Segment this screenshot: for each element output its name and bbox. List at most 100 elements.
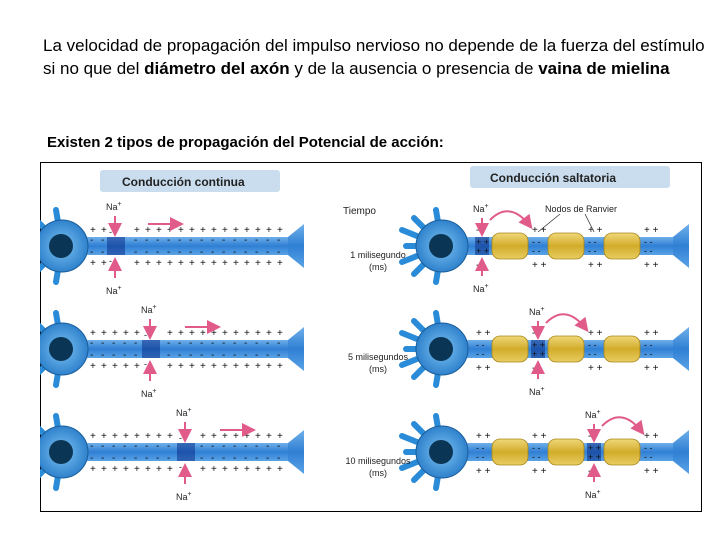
charge-outer-bottom: + [178, 361, 184, 372]
charge-outer-top: + [189, 328, 195, 339]
depolarized-node [475, 237, 489, 255]
charge-outer-top: + [101, 225, 107, 236]
charge-inner-top: - [244, 235, 247, 246]
charge-inner-top: - [145, 441, 148, 452]
depolarized-node [531, 340, 545, 358]
charge-inner-bottom: - [200, 350, 203, 361]
charge-outer-top: + [266, 328, 272, 339]
node-charge-inner: - - [588, 237, 597, 247]
axon-terminal [673, 224, 689, 268]
na-label-sup: + [597, 409, 601, 416]
charge-outer-top: + [90, 431, 96, 442]
continuous-row: ++++++++++++++++++++++++++++++++--------… [19, 304, 304, 399]
node-charge-outer: - - [532, 363, 541, 374]
charge-inner-bottom: - [277, 247, 280, 258]
node-charge-outer: + + [588, 328, 603, 339]
charge-inner-top: - [178, 235, 181, 246]
charge-inner-top: - [90, 441, 93, 452]
charge-outer-bottom: + [134, 361, 140, 372]
charge-outer-bottom: + [90, 361, 96, 372]
charge-inner-top: - [222, 441, 225, 452]
charge-outer-top: + [255, 431, 261, 442]
charge-outer-bottom: + [222, 464, 228, 475]
charge-inner-bottom: - [156, 453, 159, 464]
continuous-row: ++++++++++++++++++++++++++++++++--------… [19, 407, 304, 502]
myelin-sheath [603, 335, 641, 363]
charge-outer-bottom: + [244, 464, 250, 475]
na-label: Na+ [176, 407, 192, 418]
charge-outer-bottom: + [200, 361, 206, 372]
charge-inner-top: - [189, 235, 192, 246]
nodes-label: Nodos de Ranvier [545, 204, 617, 214]
charge-outer-bottom: + [123, 464, 129, 475]
charge-outer-top: + [167, 431, 173, 442]
charge-outer-top: + [200, 431, 206, 442]
charge-outer-bottom: + [178, 258, 184, 269]
myelin-sheath [603, 438, 641, 466]
charge-outer-top: + [222, 225, 228, 236]
na-label-sup: + [118, 201, 122, 208]
active-charge: - - [144, 359, 153, 369]
charge-outer-bottom: + [134, 258, 140, 269]
charge-outer-bottom: + [211, 258, 217, 269]
na-label: Na+ [585, 489, 601, 500]
charge-inner-bottom: - [145, 453, 148, 464]
active-charge: - - [109, 227, 118, 237]
depolarized-zone [177, 443, 195, 461]
propagation-diagram: Conducción continua Conducción saltatori… [19, 162, 702, 512]
charge-inner-top: - [156, 235, 159, 246]
charge-inner-bottom: - [244, 247, 247, 258]
charge-inner-top: - [101, 338, 104, 349]
myelin-sheath [491, 232, 529, 260]
charge-inner-top: - [222, 235, 225, 246]
charge-inner-top: - [123, 338, 126, 349]
charge-outer-top: + [277, 431, 283, 442]
saltatory-jump-arrow [545, 313, 589, 333]
charge-outer-bottom: + [266, 258, 272, 269]
charge-outer-top: + [211, 431, 217, 442]
charge-outer-top: + [101, 431, 107, 442]
saltatory-jump-arrow [601, 416, 645, 436]
charge-outer-bottom: + [233, 258, 239, 269]
charge-inner-bottom: - [277, 453, 280, 464]
charge-inner-top: - [156, 441, 159, 452]
charge-outer-top: + [178, 328, 184, 339]
charge-inner-top: - [266, 338, 269, 349]
charge-outer-bottom: + [233, 464, 239, 475]
myelin-sheath [491, 438, 529, 466]
charge-outer-bottom: + [90, 464, 96, 475]
charge-inner-top: - [90, 338, 93, 349]
charge-outer-bottom: + [101, 258, 107, 269]
node-charge-inner: - - [476, 340, 485, 350]
right-title-bar [470, 166, 670, 188]
charge-inner-top: - [200, 441, 203, 452]
charge-outer-top: + [123, 431, 129, 442]
charge-outer-top: + [156, 225, 162, 236]
na-label: Na+ [585, 409, 601, 420]
charge-outer-top: + [156, 431, 162, 442]
na-label-sup: + [153, 304, 157, 311]
axon-terminal [288, 430, 304, 474]
node-charge-inner: + + [588, 452, 601, 462]
axon-terminal [673, 327, 689, 371]
myelin-sheath [603, 232, 641, 260]
charge-outer-bottom: + [277, 258, 283, 269]
node-charge-outer: + + [644, 363, 659, 374]
continuous-row: ++++++++++++++++++++++++++++++++--------… [19, 201, 304, 296]
depolarized-node [587, 443, 601, 461]
charge-outer-bottom: + [145, 464, 151, 475]
charge-outer-bottom: + [266, 361, 272, 372]
na-label-sup: + [541, 306, 545, 313]
charge-inner-top: - [167, 338, 170, 349]
node-charge-inner: - - [644, 340, 653, 350]
charge-inner-top: - [101, 441, 104, 452]
charge-inner-bottom: - [255, 247, 258, 258]
nucleus [49, 337, 73, 361]
charge-inner-top: - [112, 441, 115, 452]
charge-outer-top: + [255, 225, 261, 236]
node-charge-outer: + + [588, 363, 603, 374]
saltatory-jump-arrow [489, 210, 533, 230]
charge-inner-top: - [167, 235, 170, 246]
charge-inner-bottom: - [123, 453, 126, 464]
charge-outer-bottom: + [145, 258, 151, 269]
